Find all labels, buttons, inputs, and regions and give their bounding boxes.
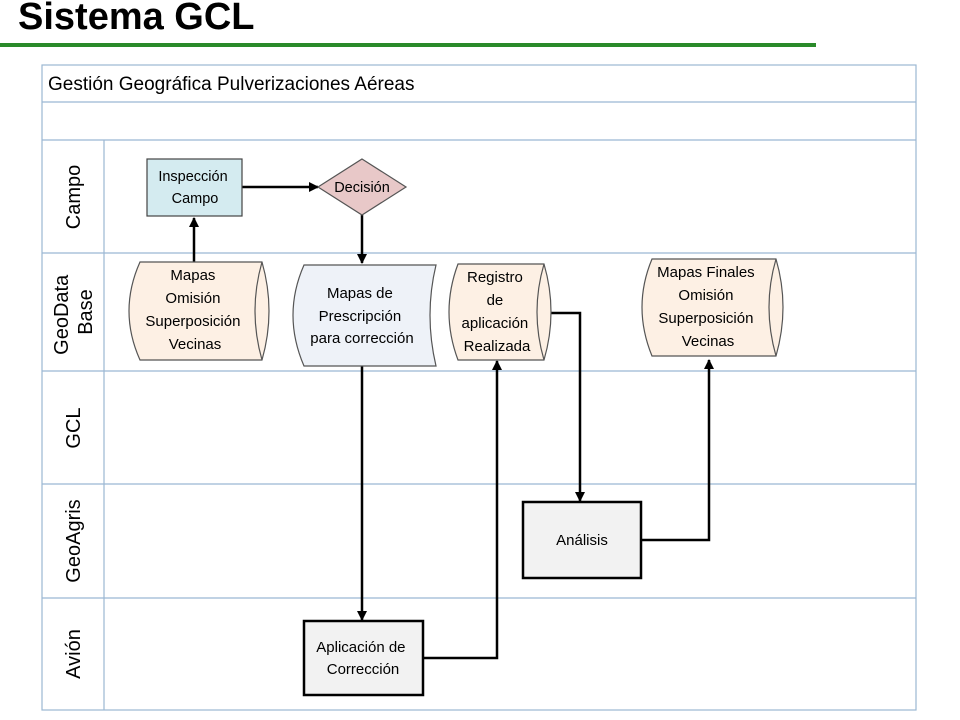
- lane-label-avion: Avión: [63, 629, 85, 679]
- node-registro-aplicacion: Registro de aplicación Realizada: [448, 263, 552, 361]
- arrow-registro-to-analisis: [548, 311, 585, 502]
- svg-text:Inspección Campo: Inspección Campo: [158, 169, 231, 207]
- lane-label-campo: Campo: [63, 165, 85, 229]
- title-underline: [0, 43, 816, 47]
- pool-frame: [41, 64, 917, 711]
- node-mapas-omision: Mapas Omisión Superposición Vecinas: [128, 261, 270, 361]
- node-analisis: Análisis: [521, 500, 643, 580]
- lane-label-gcl: GCL: [63, 407, 85, 448]
- node-inspeccion-campo: Inspección Campo: [146, 158, 243, 217]
- node-aplicacion-correccion: Aplicación de Corrección: [302, 619, 425, 697]
- svg-text:Decisión: Decisión: [334, 180, 390, 196]
- lane-label-geoagris: GeoAgris: [63, 499, 85, 582]
- svg-text:Mapas Omisión Supe: Mapas Omisión Superposición Vecinas: [145, 267, 244, 353]
- node-decision: Decisión: [316, 158, 408, 216]
- node-mapas-finales: Mapas Finales Omisión Superposición Veci…: [641, 258, 784, 357]
- pool-title: Gestión Geográfica Pulverizaciones Aérea…: [48, 74, 414, 95]
- svg-text:Análisis: Análisis: [556, 532, 608, 549]
- svg-text:Mapas Finales Omisión: Mapas Finales Omisión Superposición Veci…: [657, 264, 759, 350]
- svg-text:Registro de aplica: Registro de aplicación Realizada: [462, 269, 533, 355]
- arrow-analisis-to-mapas-finales: [641, 359, 714, 542]
- connectors: [189, 182, 714, 660]
- svg-text:Aplicación de Corrección: Aplicación de Corrección: [316, 639, 409, 678]
- svg-text:Mapas de Prescripción: Mapas de Prescripción para corrección: [310, 285, 413, 347]
- node-mapas-prescripcion: Mapas de Prescripción para corrección: [292, 264, 437, 367]
- arrow-aplicacion-to-registro: [424, 360, 502, 660]
- lane-label-geodata-base: GeoData Base: [51, 269, 97, 355]
- page-title: Sistema GCL: [18, 0, 255, 38]
